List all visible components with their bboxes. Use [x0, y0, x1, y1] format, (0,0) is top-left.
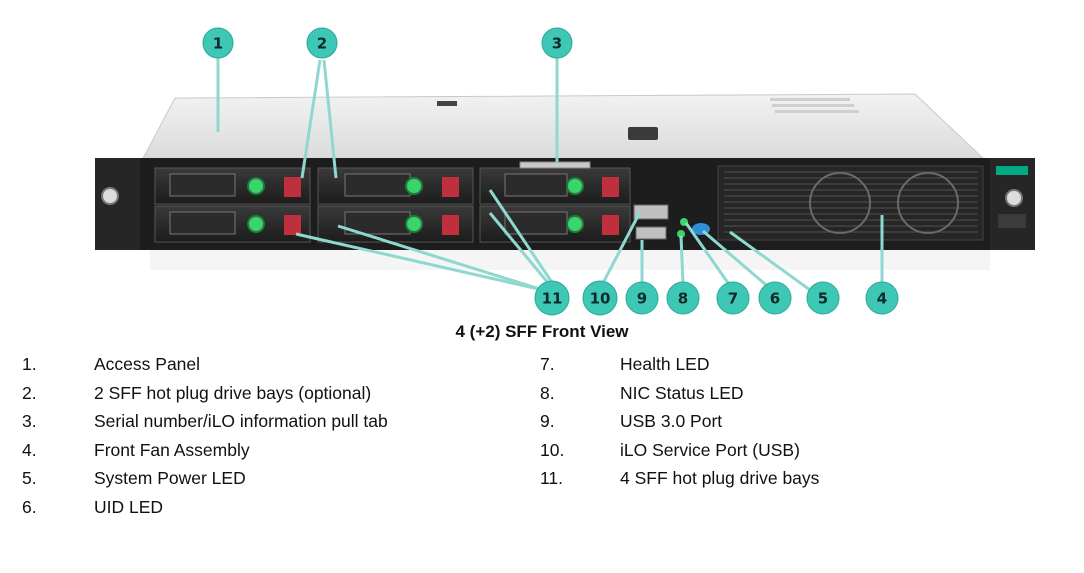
legend-number: 3.: [22, 411, 37, 432]
legend-item: 11. 4 SFF hot plug drive bays: [540, 464, 819, 493]
legend-item: 4. Front Fan Assembly: [22, 436, 388, 465]
drive-bay: [317, 205, 474, 243]
svg-text:1: 1: [213, 35, 223, 53]
callout-badge: 3: [541, 27, 573, 59]
svg-text:10: 10: [590, 290, 611, 308]
callout-badge: 11: [534, 280, 570, 316]
server-front-diagram: 1 2 3 4 5 6 7 8: [95, 27, 1035, 316]
legend-text: USB 3.0 Port: [620, 411, 723, 432]
svg-text:3: 3: [552, 35, 562, 53]
front-fan-assembly: [717, 165, 984, 241]
legend-number: 7.: [540, 354, 555, 374]
legend-text: NIC Status LED: [620, 382, 744, 403]
svg-text:7: 7: [728, 290, 738, 308]
legend-text: Health LED: [620, 354, 710, 374]
svg-text:4: 4: [877, 290, 887, 308]
callout-badge: 8: [666, 281, 700, 315]
callout-badge: 1: [202, 27, 234, 59]
access-panel: [139, 93, 987, 165]
legend-number: 8.: [540, 382, 555, 403]
legend-number: 5.: [22, 468, 37, 489]
serial-pull-tab: [519, 161, 591, 169]
legend-right-column: 7. Health LED 8. NIC Status LED 9. USB 3.0 …: [540, 350, 819, 493]
legend-text: 4 SFF hot plug drive bays: [620, 468, 820, 489]
figure-title: 4 (+2) SFF Front View: [455, 322, 629, 341]
drive-bay: [317, 167, 474, 205]
callout-badge: 10: [582, 280, 618, 316]
svg-text:8: 8: [678, 290, 688, 308]
callout-badge: 2: [306, 27, 338, 59]
callout-badge: 7: [716, 281, 750, 315]
callout-badge: 5: [806, 281, 840, 315]
drive-bays: [154, 167, 631, 243]
legend-number: 4.: [22, 439, 37, 460]
drive-bay: [479, 205, 631, 243]
legend-item: 1. Access Panel: [22, 350, 388, 379]
drive-bay: [154, 205, 311, 243]
svg-text:2: 2: [317, 35, 327, 53]
drive-bay: [154, 167, 311, 205]
ilo-service-port: [633, 204, 669, 220]
svg-text:6: 6: [770, 290, 780, 308]
legend-item: 5. System Power LED: [22, 464, 388, 493]
leader-lines: [216, 58, 884, 292]
legend-number: 11.: [540, 468, 564, 489]
legend-number: 2.: [22, 382, 37, 403]
legend-text: Serial number/iLO information pull tab: [94, 411, 388, 432]
callouts: 1 2 3 4 5 6 7 8: [202, 27, 899, 316]
legend-number: 10.: [540, 439, 565, 460]
svg-text:5: 5: [818, 290, 828, 308]
legend-text: Front Fan Assembly: [94, 439, 250, 460]
callout-badge: 6: [758, 281, 792, 315]
legend-text: System Power LED: [94, 468, 246, 489]
legend-item: 10. iLO Service Port (USB): [540, 436, 819, 465]
legend-item: 9. USB 3.0 Port: [540, 407, 819, 436]
legend-item: 8. NIC Status LED: [540, 379, 819, 408]
legend-left-column: 1. Access Panel 2. 2 SFF hot plug drive ba…: [22, 350, 388, 522]
svg-text:11: 11: [542, 290, 563, 308]
legend-text: Access Panel: [94, 354, 201, 374]
drive-bay: [479, 167, 631, 205]
legend-number: 1.: [22, 354, 37, 374]
legend-text: UID LED: [94, 496, 164, 517]
callout-badge: 9: [625, 281, 659, 315]
usb-port: [635, 226, 667, 240]
legend-number: 6.: [22, 496, 37, 517]
nic-status-led: [677, 230, 685, 238]
legend-text: 2 SFF hot plug drive bays (optional): [94, 382, 372, 403]
legend-number: 9.: [540, 411, 555, 432]
svg-text:9: 9: [637, 290, 647, 308]
callout-badge: 4: [865, 281, 899, 315]
legend-text: iLO Service Port (USB): [620, 439, 800, 460]
legend-item: 3. Serial number/iLO information pull tab: [22, 407, 388, 436]
legend-item: 7. Health LED: [540, 350, 819, 379]
legend-item: 6. UID LED: [22, 493, 388, 522]
legend-item: 2. 2 SFF hot plug drive bays (optional): [22, 379, 388, 408]
